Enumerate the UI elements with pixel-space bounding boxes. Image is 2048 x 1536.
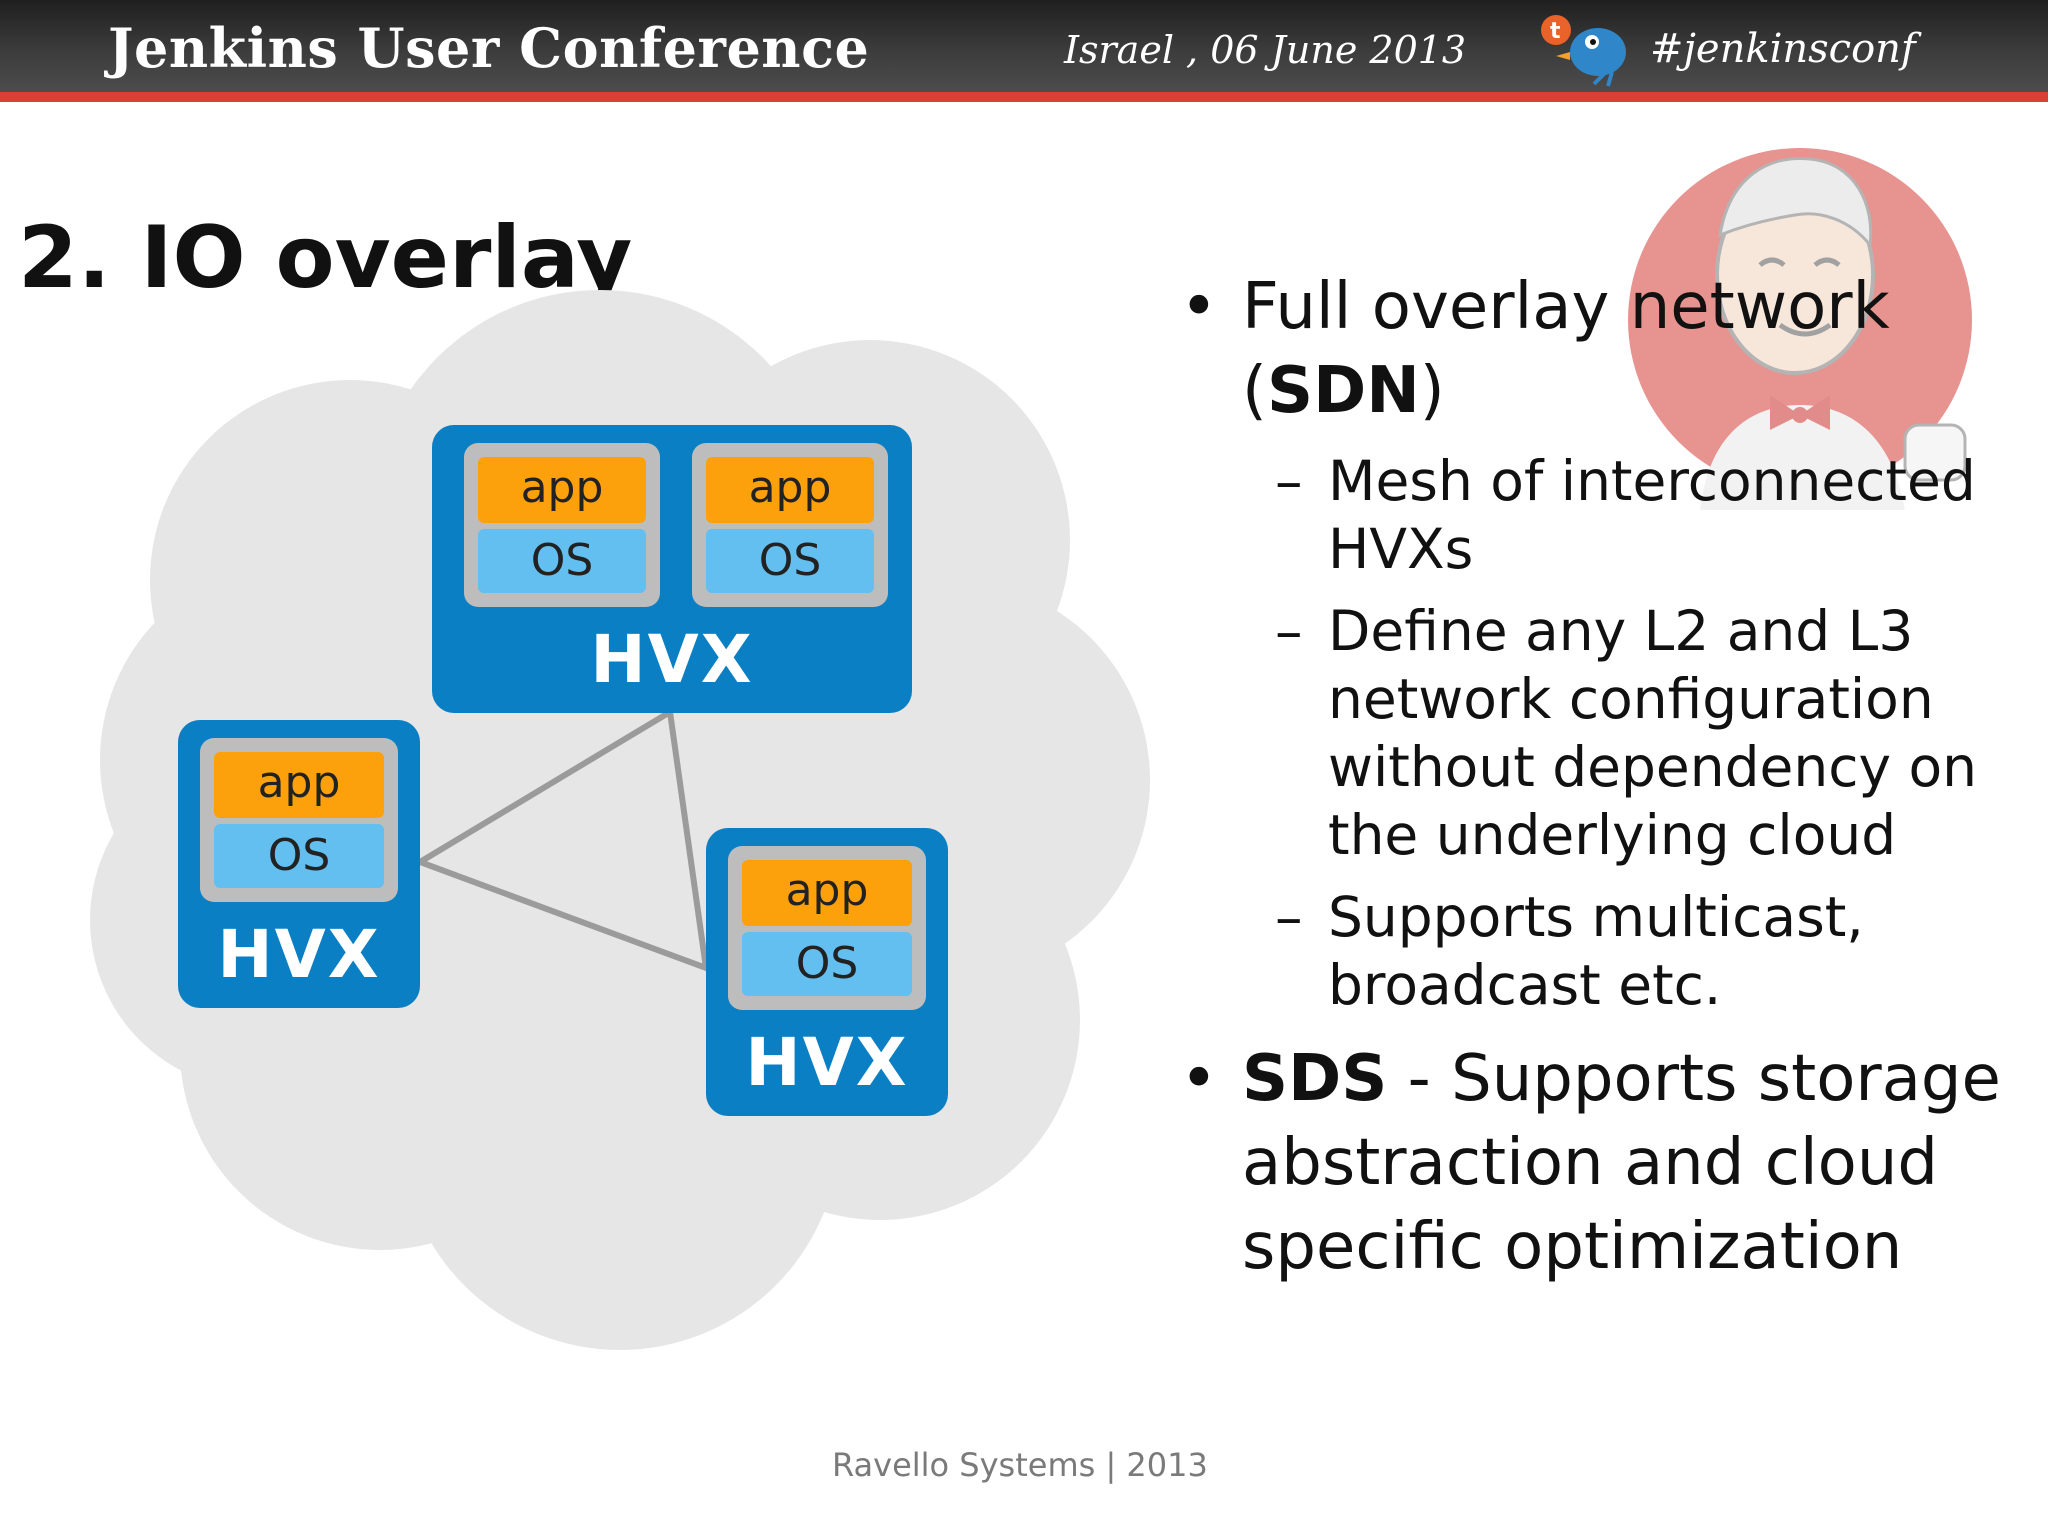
dash-marker: – — [1275, 599, 1303, 663]
hashtag: #jenkinsconf — [1650, 26, 1916, 72]
sub-bullet-mesh: – Mesh of interconnected HVXs — [1180, 447, 2020, 583]
conference-date: Israel , 06 June 2013 — [1064, 28, 1467, 72]
vm-3: app OS — [200, 738, 398, 902]
sub-bullet-text: Define any L2 and L3 network configurati… — [1328, 599, 1977, 867]
dash-marker: – — [1275, 449, 1303, 513]
vm-1: app OS — [464, 443, 660, 607]
bullet-sdn: • Full overlay network (SDN) — [1180, 265, 2020, 433]
footer-text: Ravello Systems | 2013 — [832, 1446, 1208, 1484]
svg-text:t: t — [1550, 19, 1561, 44]
os-layer: OS — [706, 529, 874, 593]
os-layer: OS — [742, 932, 912, 996]
sub-bullet-text: Supports multicast, broadcast etc. — [1328, 885, 1864, 1017]
conference-title: Jenkins User Conference — [108, 16, 870, 80]
vm-4: app OS — [728, 846, 926, 1010]
sub-bullet-define: – Define any L2 and L3 network configura… — [1180, 597, 2020, 869]
hvx-node-left: app OS HVX — [178, 720, 420, 1008]
bullet-sds-text: - Supports storage abstraction and cloud… — [1242, 1042, 2001, 1284]
hvx-node-top: app OS app OS HVX — [432, 425, 912, 713]
bullet-sds-strong: SDS — [1242, 1042, 1388, 1116]
app-layer: app — [742, 860, 912, 926]
os-layer: OS — [478, 529, 646, 593]
bullet-list: • Full overlay network (SDN) – Mesh of i… — [1180, 265, 2020, 1289]
twitter-bird-icon: t — [1541, 15, 1626, 87]
app-layer: app — [706, 457, 874, 523]
sub-bullet-supports: – Supports multicast, broadcast etc. — [1180, 883, 2020, 1019]
hvx-node-right: app OS HVX — [706, 828, 948, 1116]
os-layer: OS — [214, 824, 384, 888]
bullet-sdn-text-after: ) — [1419, 354, 1445, 428]
app-layer: app — [478, 457, 646, 523]
hvx-label: HVX — [217, 916, 381, 993]
jenkins-butler-logo — [1628, 148, 1972, 510]
header-accent-line — [0, 92, 2048, 102]
sub-bullet-text: Mesh of interconnected HVXs — [1328, 449, 1976, 581]
bullet-sds: • SDS - Supports storage abstraction and… — [1180, 1037, 2020, 1289]
vm-2: app OS — [692, 443, 888, 607]
hvx-label: HVX — [745, 1024, 909, 1101]
app-layer: app — [214, 752, 384, 818]
bullet-sdn-text-before: Full overlay network ( — [1242, 270, 1890, 428]
bullet-marker: • — [1180, 270, 1218, 344]
t-badge-icon — [1541, 15, 1571, 45]
io-overlay-diagram: app OS app OS HVX app OS HVX app OS HVX — [90, 290, 1150, 1350]
header-bar: Jenkins User Conference Israel , 06 June… — [0, 0, 2048, 92]
hvx-label: HVX — [590, 621, 754, 698]
mesh-triangle — [413, 707, 710, 973]
slide-title: 2. IO overlay — [18, 208, 633, 308]
bullet-sdn-strong: SDN — [1266, 354, 1420, 428]
bullet-marker: • — [1180, 1042, 1218, 1116]
dash-marker: – — [1275, 885, 1303, 949]
